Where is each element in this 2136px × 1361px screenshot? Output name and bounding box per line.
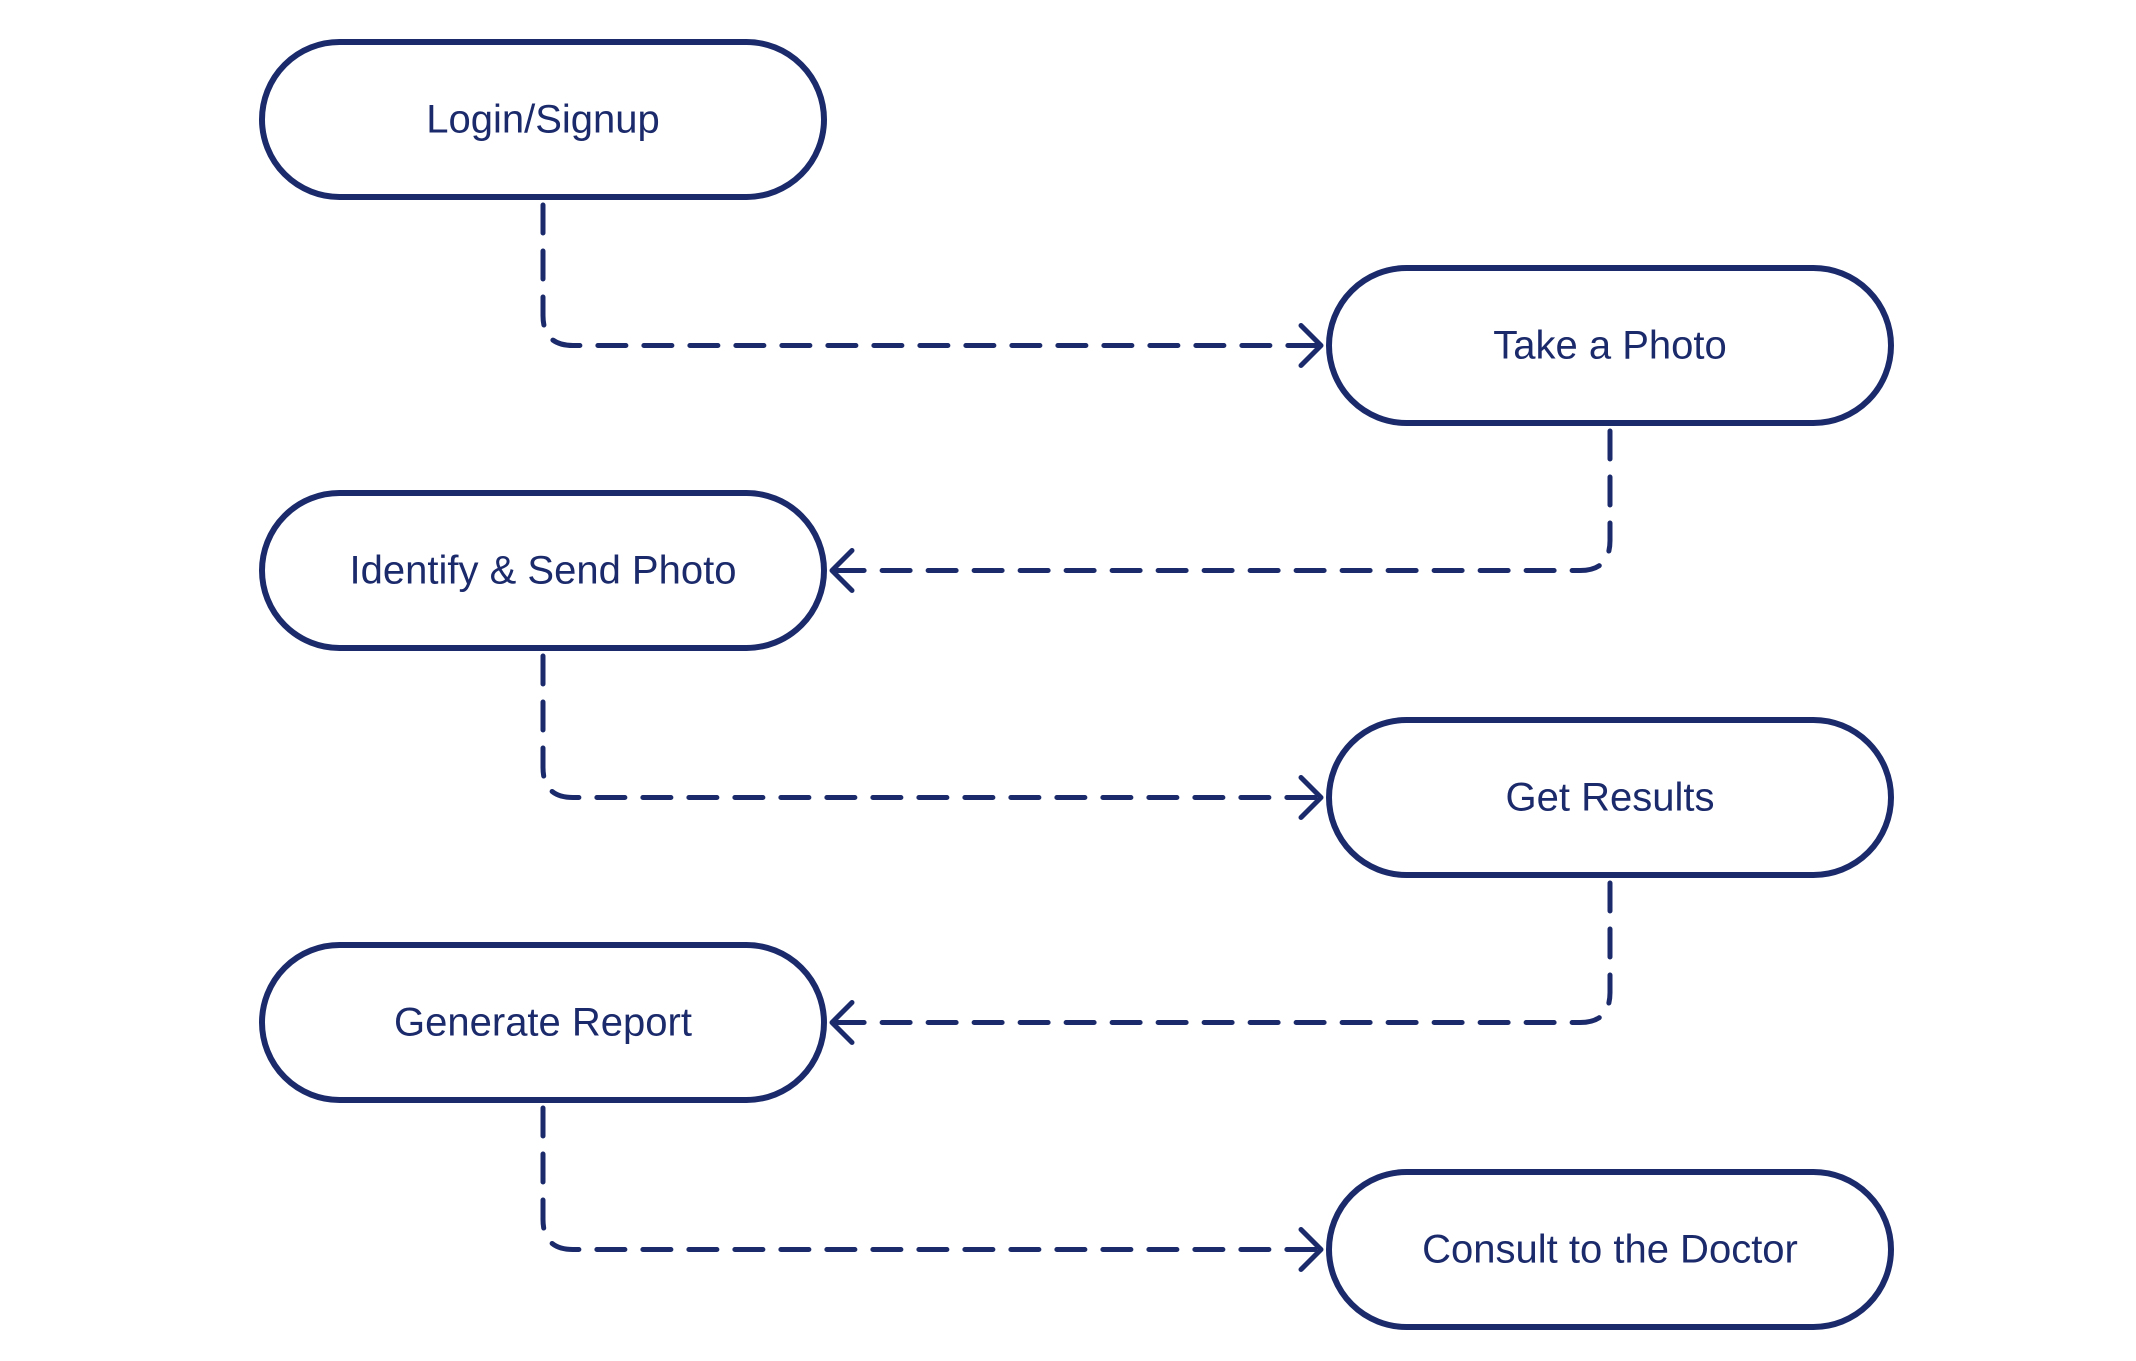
node-label: Generate Report <box>394 1001 692 1045</box>
edge-take-photo-to-identify-send <box>829 428 1613 593</box>
edge-line <box>829 428 1613 573</box>
node-consult-doctor: Consult to the Doctor <box>1326 1169 1894 1330</box>
edges-layer <box>540 202 1613 1272</box>
edge-identify-send-to-get-results <box>540 653 1324 820</box>
node-shape <box>1326 265 1894 426</box>
node-shape <box>1326 717 1894 878</box>
node-label: Get Results <box>1506 776 1715 820</box>
node-identify-send: Identify & Send Photo <box>259 490 827 651</box>
edge-get-results-to-generate-report <box>829 880 1613 1045</box>
arrow-head-icon <box>1298 775 1324 820</box>
edge-line <box>540 653 1324 800</box>
node-login: Login/Signup <box>259 39 827 200</box>
arrow-head-icon <box>829 548 855 593</box>
edge-line <box>540 1105 1324 1252</box>
edge-login-to-take-photo <box>540 202 1324 368</box>
edge-generate-report-to-consult-doctor <box>540 1105 1324 1272</box>
node-generate-report: Generate Report <box>259 942 827 1103</box>
node-label: Take a Photo <box>1493 324 1727 368</box>
arrow-head-icon <box>1298 1227 1324 1272</box>
node-label: Identify & Send Photo <box>350 549 737 593</box>
node-label: Consult to the Doctor <box>1422 1228 1798 1272</box>
node-label: Login/Signup <box>426 98 660 142</box>
node-shape <box>1326 1169 1894 1330</box>
edge-line <box>829 880 1613 1025</box>
arrow-head-icon <box>829 1000 855 1045</box>
node-shape <box>259 39 827 200</box>
node-shape <box>259 490 827 651</box>
node-take-photo: Take a Photo <box>1326 265 1894 426</box>
node-shape <box>259 942 827 1103</box>
edge-line <box>540 202 1324 348</box>
node-get-results: Get Results <box>1326 717 1894 878</box>
arrow-head-icon <box>1298 323 1324 368</box>
